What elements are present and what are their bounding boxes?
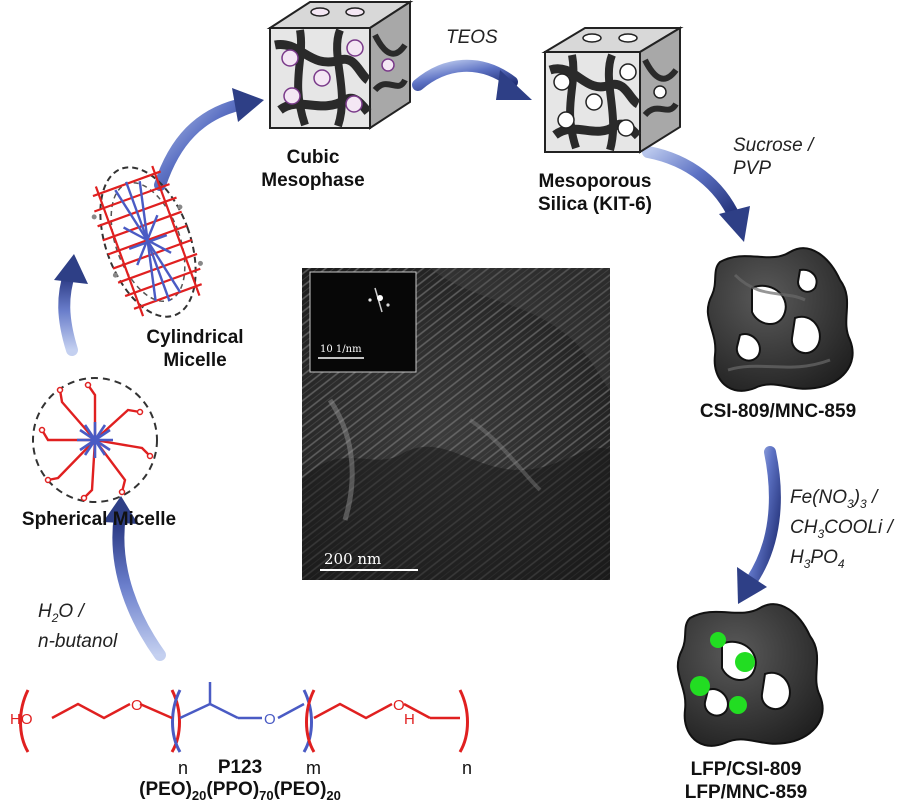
cylindrical-micelle [91,165,203,318]
carbon-framework [706,247,854,392]
hydrogen-end: H [404,711,415,728]
subscript: 3 [860,496,867,511]
lfp-framework [676,603,824,747]
label-line: Cylindrical [146,327,244,348]
reagent-text: PO [810,546,838,568]
lfp-particle [735,652,755,672]
arrow-p123-to-spherical [103,496,166,661]
teos-reagent: TEOS [446,27,498,48]
water-butanol-reagent: H2O / n-butanol [38,600,117,653]
cubic-mesophase-cube [266,0,414,130]
lfp-particle [729,696,747,714]
label-line: LFP/CSI-809 [690,759,802,780]
tem-micrograph [302,268,610,580]
reagent-text: H [790,546,804,568]
p123-name: P123 [217,757,263,778]
label-line: Silica (KIT-6) [537,194,653,215]
subscript: 4 [837,556,845,571]
scale-bar-label: 200 nm [324,550,381,568]
arrow-cylindrical-to-cubic [154,88,264,191]
arrow-spherical-to-cylindrical [54,254,88,356]
reagent-text: Fe(NO [790,487,847,508]
mesoporous-silica-label: Mesoporous Silica (KIT-6) [520,170,670,216]
label-line: Mesoporous [538,171,652,192]
reagent-text: / [866,487,878,508]
oxygen-atom: O [131,697,143,714]
reagent-text: COOLi / [824,516,893,538]
mesoporous-silica-cube [541,26,684,154]
repeat-n: n [178,758,188,778]
reagent-line: Sucrose / [733,135,814,156]
p123-formula: (PEO)20(PPO)70(PEO)20 [110,778,370,807]
reagent-text: CH [790,516,818,538]
label-line: LFP/MNC-859 [684,782,808,803]
label-line: Mesophase [261,170,365,191]
repeat-m: m [306,758,321,778]
arrow-cubic-to-silica [412,59,532,100]
spherical-micelle [32,377,158,503]
reagent-line: H3PO4 [790,546,893,576]
reagent-text: ) [853,487,861,508]
lfp-particle [710,632,726,648]
lfp-precursor-reagent: Fe(NO3)3 / CH3COOLi / H3PO4 [790,486,893,575]
subscript: 20 [191,787,207,803]
subscript: 20 [326,787,341,803]
subscript: 2 [51,610,59,625]
inset-scale-label: 10 1/nm [320,344,362,355]
diffraction-inset [309,271,417,373]
label-line: Cubic [286,147,340,168]
repeat-n: n [462,758,472,778]
oxygen-atom: O [264,711,276,728]
subscript: 70 [259,787,274,803]
lfp-label: LFP/CSI-809 LFP/MNC-859 [676,758,816,804]
reagent-line: PVP [733,158,772,179]
spherical-micelle-label: Spherical Micelle [21,509,177,530]
arrow-silica-to-carbon [642,146,750,242]
arrow-carbon-to-lfp [737,446,781,604]
formula-ppo: (PPO) [206,779,260,800]
hydroxyl-end: HO [10,711,33,728]
formula-peo: (PEO) [273,779,327,800]
reagent-line: H2O / [38,601,84,625]
cylindrical-micelle-label: Cylindrical Micelle [130,326,260,372]
subscript: 3 [847,496,854,511]
label-line: Micelle [163,350,227,371]
reagent-text: O / [58,601,84,622]
subscript: 3 [803,556,811,571]
p123-structure [19,682,469,753]
reagent-line: Fe(NO3)3 / [790,486,893,516]
sucrose-pvp-reagent: Sucrose / PVP [733,134,813,180]
subscript: 3 [817,526,825,541]
formula-peo: (PEO) [139,779,192,800]
oxygen-atom: O [393,697,405,714]
cubic-mesophase-label: Cubic Mesophase [258,146,368,192]
reagent-line: n-butanol [38,630,118,652]
reagent-line: CH3COOLi / [790,516,893,546]
carbon-label: CSI-809/MNC-859 [699,401,857,422]
lfp-particle [690,676,710,696]
